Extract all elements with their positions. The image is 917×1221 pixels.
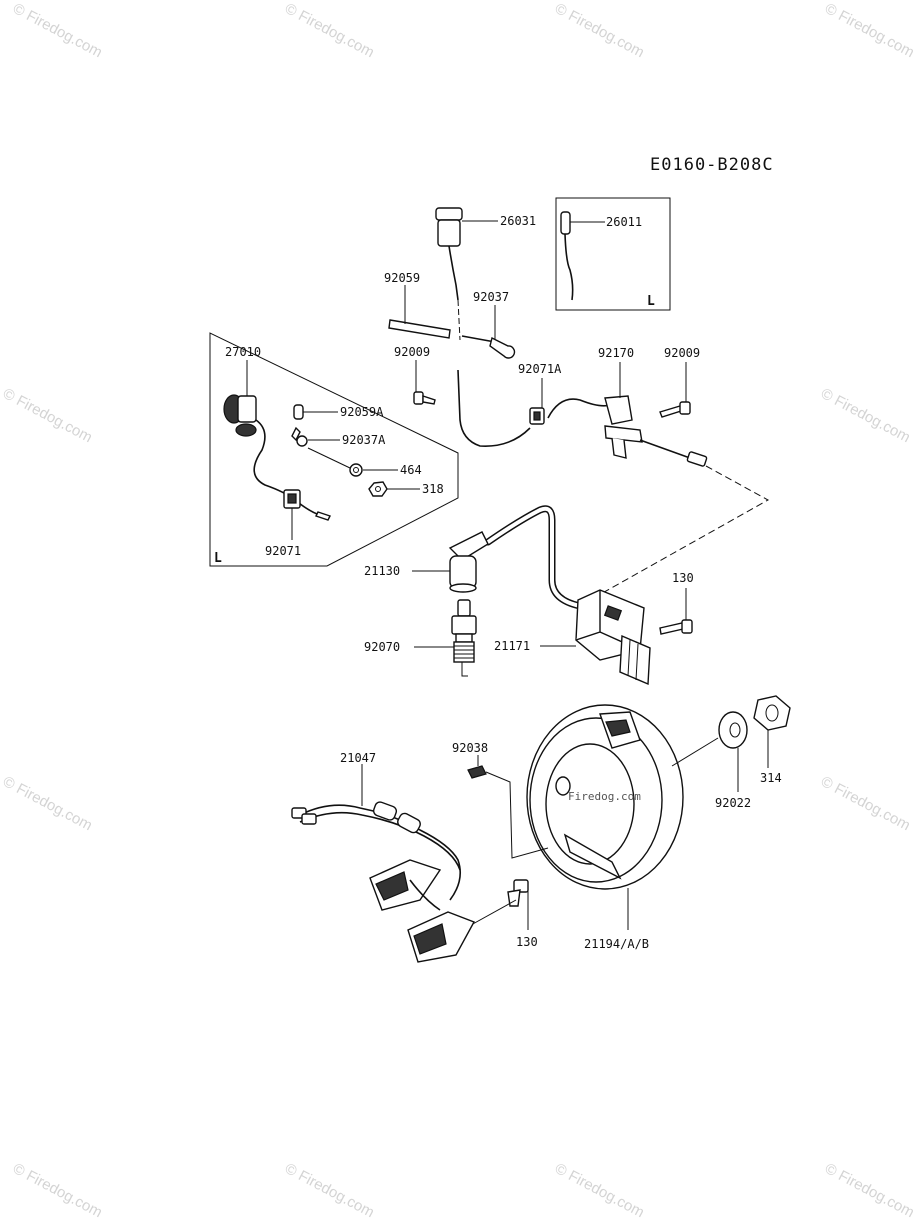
- label-318[interactable]: 318: [422, 482, 444, 496]
- clamp-92071A: [529, 407, 545, 425]
- label-92070[interactable]: 92070: [364, 640, 400, 654]
- clamp-92071: [283, 489, 331, 521]
- label-27010[interactable]: 27010: [225, 345, 261, 359]
- label-314[interactable]: 314: [760, 771, 782, 785]
- label-92071A[interactable]: 92071A: [518, 362, 562, 376]
- wire-connector: [686, 451, 708, 467]
- bolt-92009-right: [659, 401, 691, 418]
- bolt-130-stator: [507, 879, 529, 907]
- connector-cap-26011: [560, 211, 574, 301]
- label-92009-right[interactable]: 92009: [664, 346, 700, 360]
- inset-box-upper: [555, 197, 671, 311]
- bolt-92009-left: [413, 391, 436, 405]
- label-464[interactable]: 464: [400, 463, 422, 477]
- bracket-92170: [547, 395, 643, 459]
- plug-cap-26031: [435, 207, 463, 301]
- terminal-92037A: [291, 426, 308, 447]
- nut-314: [753, 695, 791, 731]
- label-92059[interactable]: 92059: [384, 271, 420, 285]
- inset-box-left-mark: L: [214, 551, 222, 566]
- label-21171[interactable]: 21171: [494, 639, 530, 653]
- label-21194[interactable]: 21194/A/B: [584, 937, 649, 951]
- label-92038[interactable]: 92038: [452, 741, 488, 755]
- flywheel-imprint: Firedog.com: [568, 790, 641, 803]
- tube-92059A: [293, 404, 304, 420]
- stator-21047: [291, 801, 475, 963]
- label-92071[interactable]: 92071: [265, 544, 301, 558]
- washer-464: [349, 463, 363, 477]
- spark-plug-92070: [451, 599, 477, 677]
- label-92037[interactable]: 92037: [473, 290, 509, 304]
- inset-box-left: [209, 332, 459, 567]
- washer-92022: [718, 711, 748, 749]
- coil-21171: [575, 589, 651, 686]
- label-92059A[interactable]: 92059A: [340, 405, 384, 419]
- label-21130[interactable]: 21130: [364, 564, 400, 578]
- label-130-stator[interactable]: 130: [516, 935, 538, 949]
- label-26011[interactable]: 26011: [606, 215, 642, 229]
- bolt-130-coil: [659, 619, 693, 635]
- label-92022[interactable]: 92022: [715, 796, 751, 810]
- label-92037A[interactable]: 92037A: [342, 433, 386, 447]
- label-92009-left[interactable]: 92009: [394, 345, 430, 359]
- switch-27010: [223, 394, 321, 516]
- label-130-coil[interactable]: 130: [672, 571, 694, 585]
- label-26031[interactable]: 26031: [500, 214, 536, 228]
- inset-box-upper-mark: L: [647, 294, 655, 309]
- nut-318: [368, 481, 388, 497]
- diagram-code: E0160-B208C: [650, 155, 774, 175]
- key-92038: [467, 765, 487, 779]
- label-21047[interactable]: 21047: [340, 751, 376, 765]
- tube-92059: [388, 319, 451, 339]
- terminal-92037: [461, 335, 516, 359]
- label-92170[interactable]: 92170: [598, 346, 634, 360]
- plug-cap-21130: [448, 531, 489, 593]
- flywheel-21194: Firedog.com: [526, 704, 684, 890]
